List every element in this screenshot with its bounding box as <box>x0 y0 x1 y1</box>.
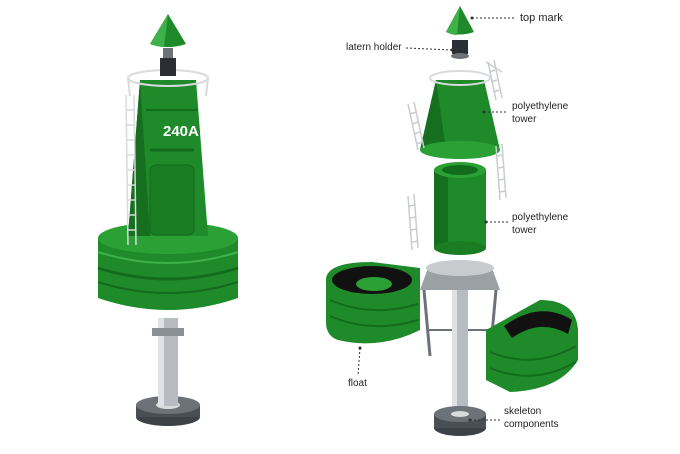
assembled-lantern <box>160 58 176 76</box>
label-tower-upper-1: polyethylene <box>512 101 569 112</box>
exploded-ladder-upper <box>407 59 503 151</box>
label-tower-lower-2: tower <box>512 225 537 236</box>
label-float: float <box>348 378 367 389</box>
label-tower-upper-2: tower <box>512 114 537 125</box>
label-latern-holder: latern holder <box>346 42 402 53</box>
exploded-lantern-holder <box>452 40 468 54</box>
label-skeleton-1: skeleton <box>504 406 542 417</box>
tower-number-text: 240A <box>163 123 199 140</box>
assembled-ladder <box>125 94 137 246</box>
label-skeleton-2: components <box>504 419 559 430</box>
label-tower-lower-1: polyethylene <box>512 212 569 223</box>
exploded-ladder-lower <box>407 143 507 251</box>
label-top-mark: top mark <box>520 12 563 24</box>
leader-lines <box>357 17 516 421</box>
